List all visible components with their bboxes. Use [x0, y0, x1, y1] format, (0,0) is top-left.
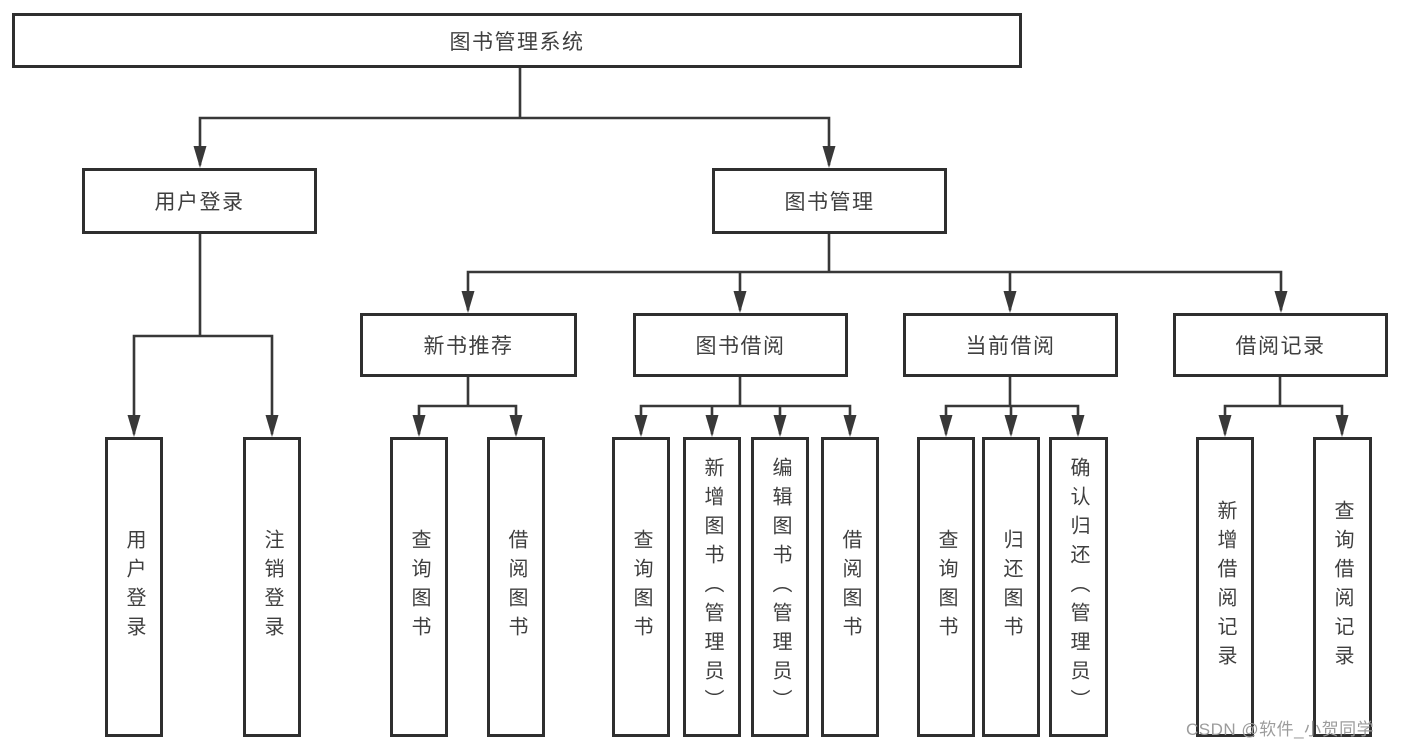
- arrowhead-icon: [509, 415, 523, 437]
- node-new-book-recommend: 新书推荐: [360, 313, 577, 377]
- leaf-logout: 注销登录: [243, 437, 301, 737]
- arrowhead-icon: [1274, 291, 1288, 313]
- edge-records-to-leaves: [1223, 375, 1344, 435]
- edge-newbook-to-leaves: [417, 375, 518, 435]
- node-book-management: 图书管理: [712, 168, 947, 234]
- leaf-bb-add-books: 新增图书（管理员）: [683, 437, 741, 737]
- arrowhead-icon: [634, 415, 648, 437]
- leaf-cb-return-books: 归还图书: [982, 437, 1040, 737]
- node-user-login: 用户登录: [82, 168, 317, 234]
- arrowhead-icon: [1004, 415, 1018, 437]
- arrowhead-icon: [1335, 415, 1349, 437]
- arrowhead-icon: [412, 415, 426, 437]
- leaf-user-login: 用户登录: [105, 437, 163, 737]
- leaf-bb-borrow-books: 借阅图书: [821, 437, 879, 737]
- edge-bookmgmt-to-level3: [466, 232, 1283, 311]
- arrowhead-icon: [193, 146, 207, 168]
- node-book-borrowing: 图书借阅: [633, 313, 848, 377]
- arrowhead-icon: [1071, 415, 1085, 437]
- watermark: CSDN @软件_小贺同学: [1186, 720, 1375, 739]
- leaf-bb-edit-books: 编辑图书（管理员）: [751, 437, 809, 737]
- leaf-cb-query-books: 查询图书: [917, 437, 975, 737]
- arrowhead-icon: [127, 415, 141, 437]
- node-root: 图书管理系统: [12, 13, 1022, 68]
- arrowhead-icon: [705, 415, 719, 437]
- arrowhead-icon: [461, 291, 475, 313]
- arrowhead-icon: [1003, 291, 1017, 313]
- arrowhead-icon: [265, 415, 279, 437]
- node-current-borrowing: 当前借阅: [903, 313, 1118, 377]
- edge-borrowing-to-leaves: [639, 375, 852, 435]
- arrowhead-icon: [1218, 415, 1232, 437]
- leaf-nbr-borrow-books: 借阅图书: [487, 437, 545, 737]
- arrowhead-icon: [773, 415, 787, 437]
- arrowhead-icon: [843, 415, 857, 437]
- leaf-cb-confirm-return: 确认归还（管理员）: [1049, 437, 1108, 737]
- leaf-br-add-record: 新增借阅记录: [1196, 437, 1254, 737]
- arrowhead-icon: [733, 291, 747, 313]
- leaf-bb-query-books: 查询图书: [612, 437, 670, 737]
- leaf-nbr-query-books: 查询图书: [390, 437, 448, 737]
- leaf-br-query-record: 查询借阅记录: [1313, 437, 1372, 737]
- node-borrowing-records: 借阅记录: [1173, 313, 1388, 377]
- arrowhead-icon: [822, 146, 836, 168]
- edge-root-to-level2: [198, 66, 831, 166]
- arrowhead-icon: [939, 415, 953, 437]
- edge-userlogin-to-leaves: [132, 232, 274, 435]
